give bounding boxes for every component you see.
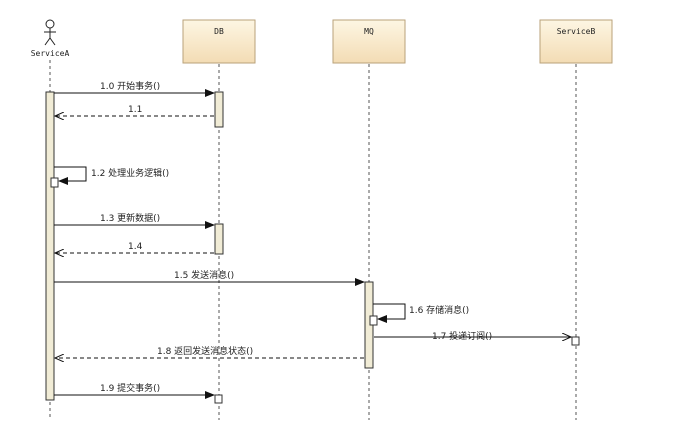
message-1-7: 1.7 投递订阅() (374, 330, 571, 342)
participant-label: MQ (364, 27, 374, 36)
message-label: 1.7 投递订阅() (432, 330, 492, 342)
message-1-9: 1.9 提交事务() (54, 382, 215, 399)
message-label: 1.0 开始事务() (100, 80, 160, 92)
message-1-3: 1.3 更新数据() (54, 212, 215, 229)
message-label: 1.2 处理业务逻辑() (91, 167, 169, 179)
message-label: 1.1 (128, 105, 142, 115)
participant-mq: MQ (332, 19, 406, 64)
activation-point-serviceB (571, 336, 580, 346)
activation-self-serviceA (50, 177, 59, 188)
message-1-6: 1.6 存储消息() (373, 303, 469, 323)
message-1-2: 1.2 处理业务逻辑() (54, 166, 169, 185)
activations (45, 91, 580, 404)
message-1-5: 1.5 发送消息() (54, 269, 365, 286)
activation-point-db (214, 394, 223, 404)
message-label: 1.9 提交事务() (100, 382, 160, 394)
participant-serviceA: ServiceA (31, 19, 70, 58)
activation-bar-serviceA (45, 91, 55, 401)
participant-label: ServiceB (557, 27, 596, 36)
message-label: 1.3 更新数据() (100, 212, 160, 224)
message-arrow (373, 303, 406, 323)
activation-bar-db-2 (214, 223, 224, 255)
message-label: 1.5 发送消息() (174, 269, 234, 281)
activation-bar-db-1 (214, 91, 224, 128)
participant-box (539, 19, 613, 64)
participant-box (332, 19, 406, 64)
participant-label: DB (214, 27, 224, 36)
message-label: 1.8 返回发送消息状态() (157, 345, 253, 357)
participant-box (182, 19, 256, 64)
message-arrow (54, 166, 87, 185)
message-label: 1.4 (128, 242, 143, 252)
activation-self-mq (369, 315, 378, 326)
message-1-4: 1.4 (55, 242, 214, 253)
participant-label: ServiceA (31, 49, 70, 58)
message-label: 1.6 存储消息() (409, 304, 469, 316)
participant-db: DB (182, 19, 256, 64)
message-1-1: 1.1 (55, 105, 214, 116)
message-1-0: 1.0 开始事务() (54, 80, 215, 97)
actor-icon (44, 19, 56, 46)
participant-serviceB: ServiceB (539, 19, 613, 64)
message-1-8: 1.8 返回发送消息状态() (55, 345, 364, 358)
